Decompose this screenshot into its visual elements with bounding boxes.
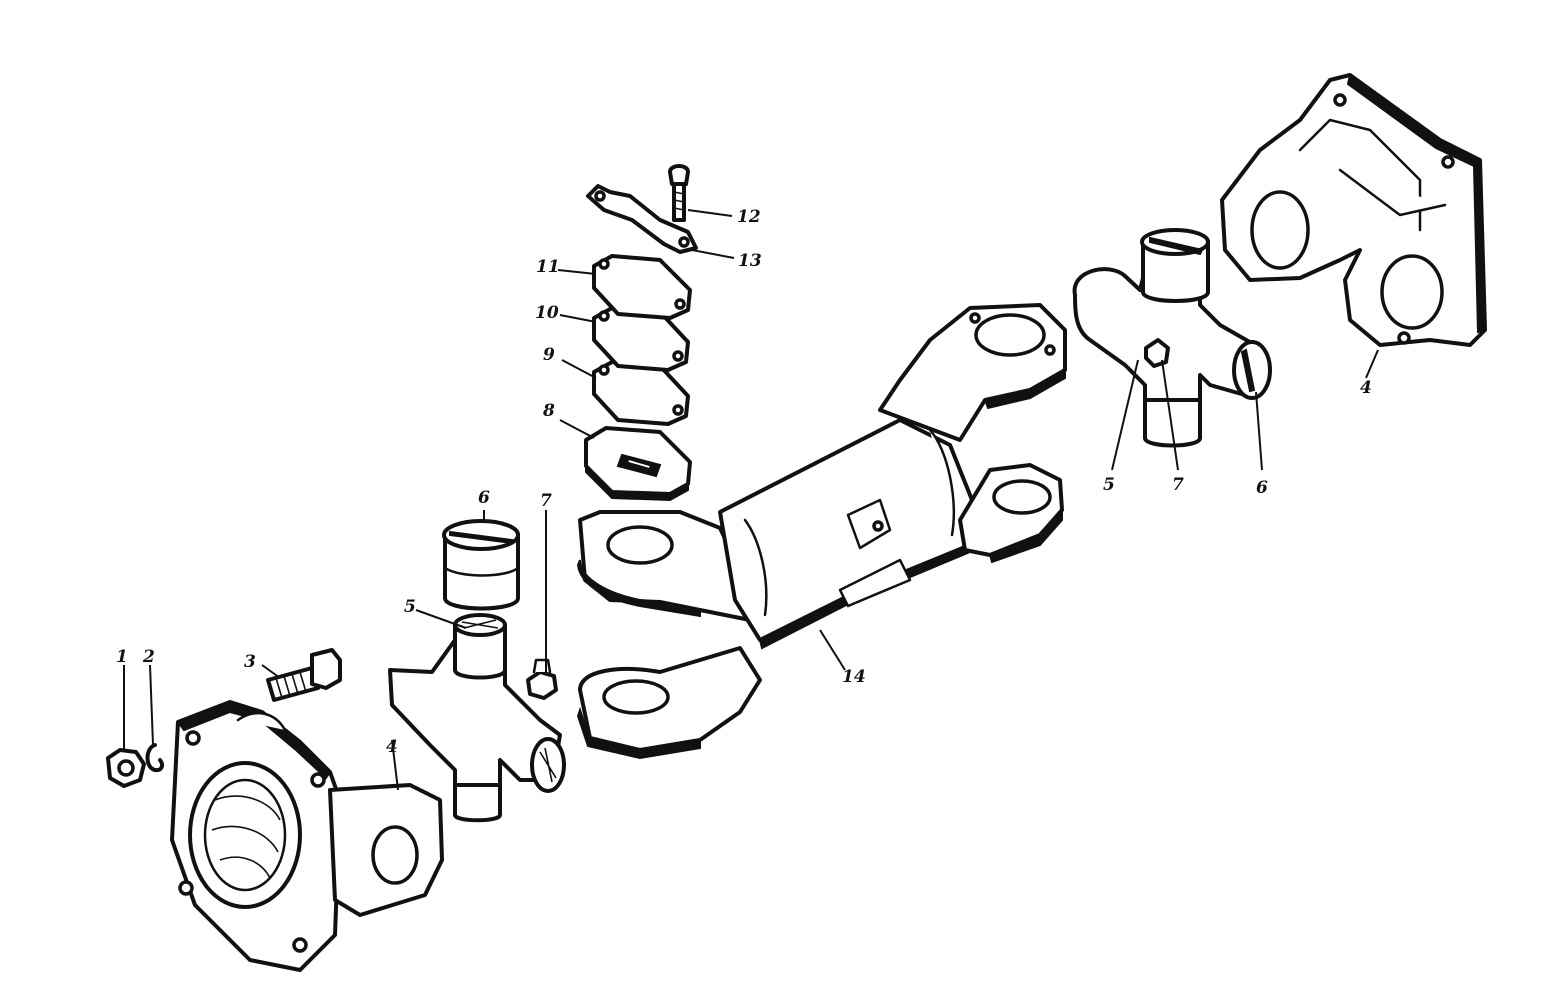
driveshaft-tube [576,303,1067,760]
gasket-11 [592,254,692,320]
left-bearing-cup [442,519,520,611]
nut [106,748,146,788]
callout-11: 11 [536,257,560,277]
callout-4b: 4 [1360,378,1372,398]
callout-5: 5 [404,597,416,617]
callout-2: 2 [142,647,155,667]
left-flange-yoke [170,700,444,972]
callout-7: 7 [540,491,552,511]
callout-6b: 6 [1256,478,1268,498]
callout-8: 8 [542,401,555,421]
left-grease-fitting [526,658,558,700]
callout-3: 3 [244,652,256,672]
callout-1: 1 [116,647,128,667]
right-flange-yoke [1220,73,1487,347]
leader-lines [123,209,1379,791]
callout-10: 10 [535,303,559,323]
callout-5b: 5 [1103,475,1115,495]
lock-plate [586,184,698,254]
callout-9: 9 [543,345,555,365]
callout-4: 4 [386,737,398,757]
callout-7b: 7 [1172,475,1184,495]
callout-14: 14 [842,667,866,687]
callout-labels: 1 2 3 4 5 6 7 8 9 10 11 12 13 14 5 7 6 4 [116,207,1372,757]
bolt [266,648,342,702]
right-spider-cross [1072,228,1272,448]
callout-6: 6 [478,488,490,508]
lock-washer [145,743,165,773]
bearing-cap-plate [584,426,692,502]
callout-13: 13 [738,251,762,271]
plate-bolt [668,164,690,222]
callout-12: 12 [737,207,761,227]
gasket-9 [592,360,690,426]
